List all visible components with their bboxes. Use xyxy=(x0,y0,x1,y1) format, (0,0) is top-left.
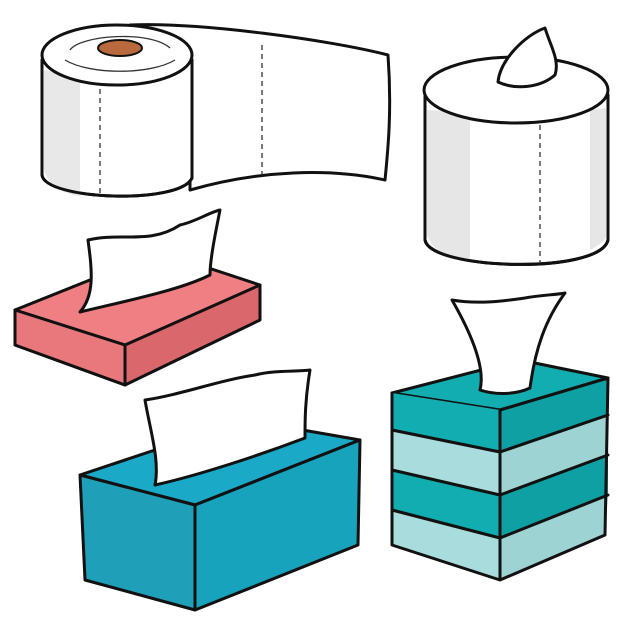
cardboard-core xyxy=(97,39,143,57)
roll-shade xyxy=(44,70,80,196)
blue-tissue-box xyxy=(78,368,362,612)
paper-towel-roll xyxy=(422,26,610,266)
pink-box-tissue xyxy=(78,208,222,314)
blue-box-tissue xyxy=(143,368,312,487)
striped-tissue-box xyxy=(390,291,610,582)
tissue-pop-up xyxy=(496,26,558,89)
pink-tissue-box xyxy=(13,208,262,387)
blue-box-front xyxy=(193,438,362,612)
toilet-paper-roll xyxy=(40,23,392,198)
cube-tissue xyxy=(450,291,567,395)
unrolled-sheet xyxy=(128,23,392,192)
cube-outline xyxy=(390,376,610,582)
